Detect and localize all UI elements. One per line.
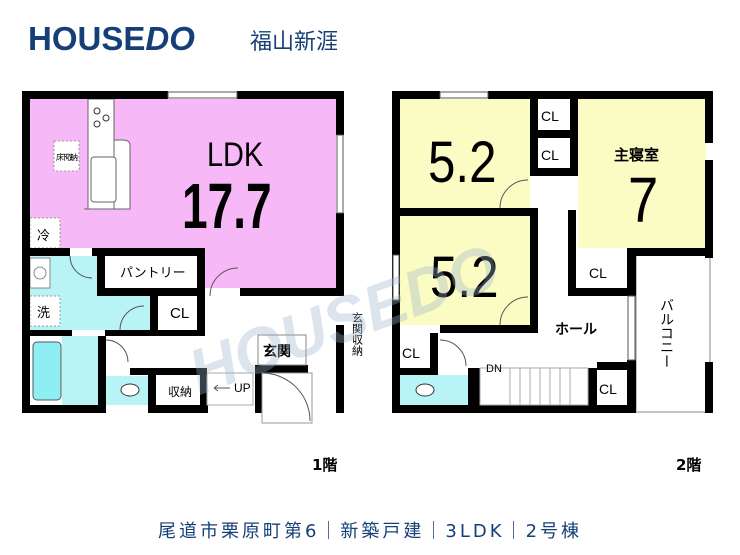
door-swing [209, 267, 239, 297]
up-label: UP [234, 381, 251, 395]
bedroom-1-size: 5.2 [428, 130, 497, 195]
window [392, 254, 400, 301]
pantry-room [105, 256, 197, 288]
logo-main: HOUSE [28, 20, 146, 57]
ldk-room-extension [205, 248, 336, 288]
entrance-storage-label: 玄関収納 [351, 311, 364, 357]
down-label: DN [486, 363, 502, 375]
closet-label: CL [589, 265, 607, 281]
floor-2-plan: 5.2 5.2 主寝室 7 CL CL CL CL CL ホール DN バルコニ… [392, 91, 713, 474]
stair-treads [509, 368, 571, 405]
window [336, 134, 344, 214]
fridge-label: 冷 [37, 229, 50, 244]
balcony [635, 251, 711, 413]
master-bedroom-label: 主寝室 [614, 146, 659, 164]
floor-1-walls [22, 91, 344, 413]
entrance-floor-box [257, 334, 307, 366]
floor-2-walls [392, 91, 713, 413]
closet-label: CL [541, 147, 559, 163]
closet-label: CL [541, 108, 559, 124]
stove-burner-icon [93, 107, 101, 115]
balcony-label: バルコニー [658, 298, 674, 368]
toilet-icon [415, 383, 435, 397]
floor-2-label: 2階 [676, 456, 701, 474]
bedroom-1 [400, 99, 530, 208]
bathtub [32, 341, 62, 401]
closet-label: CL [170, 305, 189, 322]
fridge-space [29, 217, 61, 249]
bath-floor [62, 336, 98, 405]
hall-label: ホール [555, 322, 597, 338]
kitchen-island [84, 139, 131, 210]
bedroom-2 [400, 216, 530, 325]
ldk-room [30, 99, 336, 248]
storage-label: 収納 [168, 385, 192, 399]
floor-1-plan: LDK 17.7 床下収納 冷 パントリー 洗 CL 収納 UP 玄関 玄関収納… [22, 91, 364, 474]
window [627, 295, 636, 361]
bedroom-2-size: 5.2 [430, 245, 499, 310]
master-bedroom [578, 99, 706, 248]
ldk-label: LDK [207, 135, 263, 174]
window [167, 91, 238, 99]
door-swing [499, 179, 529, 209]
property-summary: 尾道市栗原町第6｜新築戸建｜3LDK｜2号棟 [157, 521, 583, 542]
entrance-door [261, 372, 313, 424]
branch-name: 福山新涯 [250, 30, 339, 55]
housedo-logo: HOUSEDO [28, 20, 195, 58]
logo-accent: DO [145, 20, 195, 57]
pantry-label: パントリー [120, 266, 186, 281]
toilet-icon [120, 383, 140, 397]
entrance-label: 玄関 [263, 343, 291, 360]
window [439, 91, 489, 99]
master-bedroom-size: 7 [628, 164, 658, 236]
closet-label: CL [402, 345, 420, 361]
kitchen-sink [90, 156, 117, 203]
closet-label: CL [599, 381, 617, 397]
floor-1-label: 1階 [312, 456, 337, 474]
ldk-size: 17.7 [182, 171, 272, 242]
washer-label: 洗 [37, 306, 50, 321]
underfloor-storage-label: 床下収納 [56, 152, 78, 162]
underfloor-storage-box [53, 140, 80, 172]
